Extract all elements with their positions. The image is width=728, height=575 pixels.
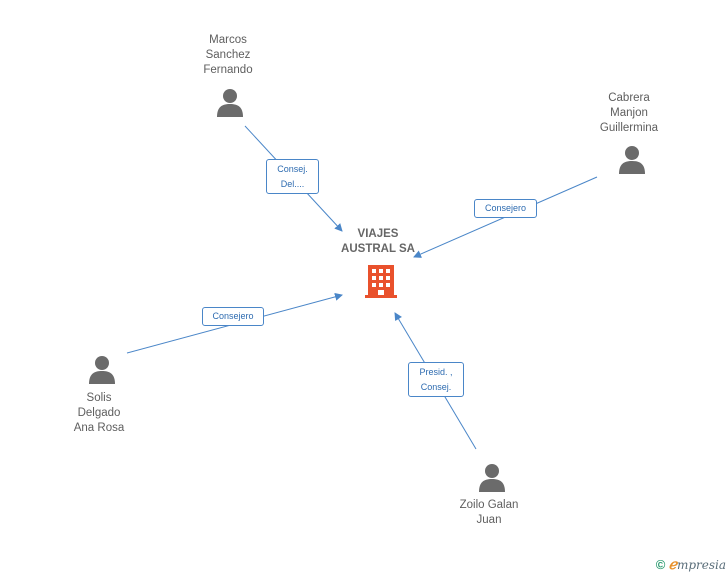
person-name-line: Manjon [610,107,648,119]
person-icon[interactable] [618,145,646,175]
empresia-logo: © ℯmpresia [656,556,726,573]
person-name-line: Cabrera [608,92,650,104]
person-name-line: Solis [86,392,112,404]
person-name-line: Fernando [203,64,253,76]
edge-label-text: Presid. , [419,367,453,377]
edge-label-cabrera[interactable]: Consejero [474,199,537,218]
person-name-zoilo[interactable]: Zoilo Galan Juan [441,498,537,528]
edge-label-text: Consej. [277,164,308,174]
person-name-solis[interactable]: Solis Delgado Ana Rosa [51,391,147,436]
person-name-line: Guillermina [599,122,659,134]
person-icon[interactable] [478,463,506,493]
edge-label-solis[interactable]: Consejero [202,307,264,326]
edge-label-text: Del.... [280,179,305,189]
edge-label-marcos[interactable]: Consej. Del.... [266,159,319,194]
edge-label-text: Consej. [420,382,452,392]
edge-label-zoilo[interactable]: Presid. , Consej. [408,362,464,397]
person-name-line: Marcos [209,34,247,46]
building-icon[interactable] [365,264,397,298]
company-name-line: VIAJES [357,228,399,240]
person-name-line: Ana Rosa [73,422,125,434]
person-name-line: Juan [476,514,502,526]
person-name-line: Delgado [77,407,121,419]
edge-label-text: Consejero [212,311,254,321]
empresia-e-logo: ℯ [668,556,677,572]
person-name-marcos[interactable]: Marcos Sanchez Fernando [180,33,276,78]
person-icon[interactable] [216,88,244,118]
copyright-icon: © [655,557,666,572]
person-name-line: Zoilo Galan [459,499,519,511]
edge-label-text: Consejero [484,203,527,213]
company-name[interactable]: VIAJES AUSTRAL SA [318,227,438,257]
empresia-wordmark: mpresia [676,558,726,572]
person-icon[interactable] [88,355,116,385]
person-name-line: Sanchez [205,49,251,61]
company-name-line: AUSTRAL SA [341,243,415,255]
person-name-cabrera[interactable]: Cabrera Manjon Guillermina [581,91,677,136]
